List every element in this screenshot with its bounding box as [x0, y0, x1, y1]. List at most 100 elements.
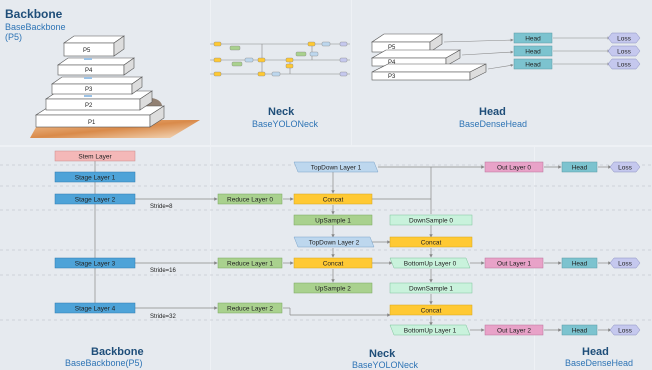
bottom-connectors: [94, 161, 612, 332]
top-head-box-3: [513, 58, 553, 70]
top-head-box-2-label: Head: [525, 49, 541, 56]
top-neck-panel: [211, 0, 351, 145]
head-level-p5: P5: [388, 45, 396, 51]
reduce-layer-2: [217, 302, 283, 314]
stage-layer-4: [54, 302, 136, 314]
downsample-0: [389, 214, 473, 226]
reduce-layer-1: [217, 257, 283, 269]
stage-layer-4-label: Stage Layer 4: [75, 306, 116, 313]
head-feature-stack: P5 P4 P3: [370, 33, 487, 81]
stage-layer-1: [54, 171, 136, 183]
stride-8: Stride=8: [150, 204, 173, 210]
head-level-p3: P3: [388, 74, 396, 80]
topdown-layer-2-label: TopDown Layer 2: [309, 240, 360, 247]
head-level-p4: P4: [388, 60, 396, 66]
out-layer-1: [484, 257, 544, 269]
top-head-box-1-label: Head: [525, 36, 541, 43]
bottomup-layer-1-label: BottomUp Layer 1: [404, 328, 457, 335]
concat-4-label: Concat: [421, 308, 442, 315]
topdown-layer-2: [293, 236, 375, 248]
head-box-1-label: Head: [572, 261, 588, 268]
top-loss-box-2-label: Loss: [617, 49, 631, 56]
pyramid-p3: P3: [85, 87, 93, 93]
loss-box-2: [609, 324, 641, 336]
out-layer-1-label: Out Layer 1: [497, 261, 531, 268]
pyramid-p2: P2: [85, 103, 93, 109]
top-backbone-title: Backbone: [5, 7, 63, 21]
out-layer-0-label: Out Layer 0: [497, 165, 531, 172]
bottom-head-title: Head: [582, 346, 609, 358]
upsample-1: [293, 214, 373, 226]
topdown-layer-1: [293, 161, 379, 173]
stride-16: Stride=16: [150, 268, 177, 274]
bottomup-layer-0: [389, 257, 471, 269]
top-neck-sub: BaseYOLONeck: [252, 119, 319, 129]
topdown-layer-1-label: TopDown Layer 1: [311, 165, 362, 172]
stem-layer: [54, 150, 136, 162]
top-loss-boxes: Loss Loss Loss: [607, 32, 641, 70]
head-box-2: [561, 324, 598, 336]
downsample-1-label: DownSample 1: [409, 286, 453, 293]
backbone-pyramid: P1 P2 P3 P4 P5: [34, 35, 166, 128]
upsample-1-label: UpSample 1: [315, 218, 351, 225]
reduce-layer-2-label: Reduce Layer 2: [227, 306, 273, 313]
stage-layer-3-label: Stage Layer 3: [75, 261, 116, 268]
concat-3: [293, 257, 373, 269]
stage-layer-1-label: Stage Layer 1: [75, 175, 116, 182]
head-box-0-label: Head: [572, 165, 588, 172]
loss-box-0: [609, 161, 641, 173]
bottom-head-sub: BaseDenseHead: [565, 358, 633, 368]
out-layer-2: [484, 324, 544, 336]
downsample-1: [389, 282, 473, 294]
top-backbone-sub1: BaseBackbone: [5, 22, 66, 32]
top-loss-box-3: [607, 58, 641, 70]
loss-box-2-label: Loss: [618, 328, 632, 335]
pyramid-p1: P1: [88, 120, 96, 126]
top-loss-box-1-label: Loss: [617, 36, 631, 43]
top-loss-box-2: [607, 45, 641, 57]
bottom-neck-sub: BaseYOLONeck: [352, 360, 419, 370]
bottomup-layer-1: [389, 324, 471, 336]
top-loss-box-1: [607, 32, 641, 44]
pyramid-p5: P5: [83, 48, 91, 54]
head-box-1: [561, 257, 598, 269]
top-head-sub: BaseDenseHead: [459, 119, 527, 129]
head-box-2-label: Head: [572, 328, 588, 335]
stem-layer-label: Stem Layer: [78, 154, 112, 161]
concat-3-label: Concat: [323, 261, 344, 268]
concat-2-label: Concat: [421, 240, 442, 247]
top-backbone-sub2: (P5): [5, 32, 22, 42]
loss-box-1-label: Loss: [618, 261, 632, 268]
neck-mini-graph: [210, 41, 350, 77]
concat-1-label: Concat: [323, 197, 344, 204]
head-box-0: [561, 161, 598, 173]
reduce-layer-0-label: Reduce Layer 0: [227, 197, 273, 204]
concat-1: [293, 193, 373, 205]
top-head-box-1: [513, 32, 553, 44]
row-separators: [0, 164, 652, 321]
loss-box-1: [609, 257, 641, 269]
bottom-backbone-title: Backbone: [91, 346, 144, 358]
bottomup-layer-0-label: BottomUp Layer 0: [404, 261, 457, 268]
top-head-boxes: Head Head Head: [513, 32, 553, 70]
pyramid-p4: P4: [85, 68, 93, 74]
top-loss-box-3-label: Loss: [617, 62, 631, 69]
concat-4: [389, 304, 473, 316]
top-neck-title: Neck: [268, 106, 295, 118]
bottom-neck-title: Neck: [369, 348, 396, 360]
out-layer-0: [484, 161, 544, 173]
out-layer-2-label: Out Layer 2: [497, 328, 531, 335]
loss-box-0-label: Loss: [618, 165, 632, 172]
concat-2: [389, 236, 473, 248]
stage-layer-2: [54, 193, 136, 205]
upsample-2-label: UpSample 2: [315, 286, 351, 293]
stage-layer-3: [54, 257, 136, 269]
reduce-layer-0: [217, 193, 283, 205]
stride-32: Stride=32: [150, 314, 177, 320]
reduce-layer-1-label: Reduce Layer 1: [227, 261, 273, 268]
downsample-0-label: DownSample 0: [409, 218, 453, 225]
upsample-2: [293, 282, 373, 294]
top-head-box-2: [513, 45, 553, 57]
